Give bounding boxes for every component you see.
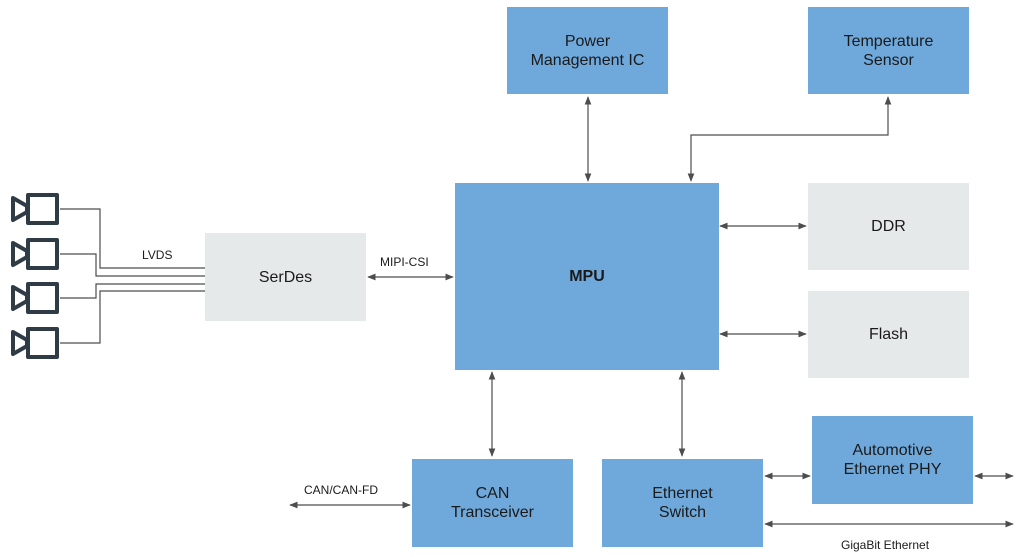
can-transceiver-block: CAN Transceiver xyxy=(412,459,573,547)
automotive-ethernet-phy-block: Automotive Ethernet PHY xyxy=(812,416,973,504)
mpu-block: MPU xyxy=(455,183,719,370)
lvds-wire-2 xyxy=(60,253,205,277)
camera-3-icon xyxy=(11,282,59,314)
can-fd-label: CAN/CAN-FD xyxy=(304,483,378,497)
camera-4-icon xyxy=(11,327,59,359)
lvds-label: LVDS xyxy=(142,248,173,262)
ddr-block: DDR xyxy=(808,183,969,270)
ethernet-switch-block: Ethernet Switch xyxy=(602,459,763,547)
serdes-block: SerDes xyxy=(205,233,366,321)
camera-1-icon xyxy=(11,193,59,225)
camera-2-icon xyxy=(11,238,59,270)
flash-block: Flash xyxy=(808,291,969,378)
power-management-ic-block: Power Management IC xyxy=(507,7,668,94)
gigabit-ethernet-label: GigaBit Ethernet xyxy=(841,538,930,552)
lvds-wire-1 xyxy=(60,208,205,269)
mipi-csi-label: MIPI-CSI xyxy=(380,255,429,269)
temp-mpu-arrow xyxy=(687,96,892,182)
temperature-sensor-block: Temperature Sensor xyxy=(808,7,969,94)
lvds-wire-4 xyxy=(60,290,205,344)
lvds-wire-3 xyxy=(60,283,205,299)
